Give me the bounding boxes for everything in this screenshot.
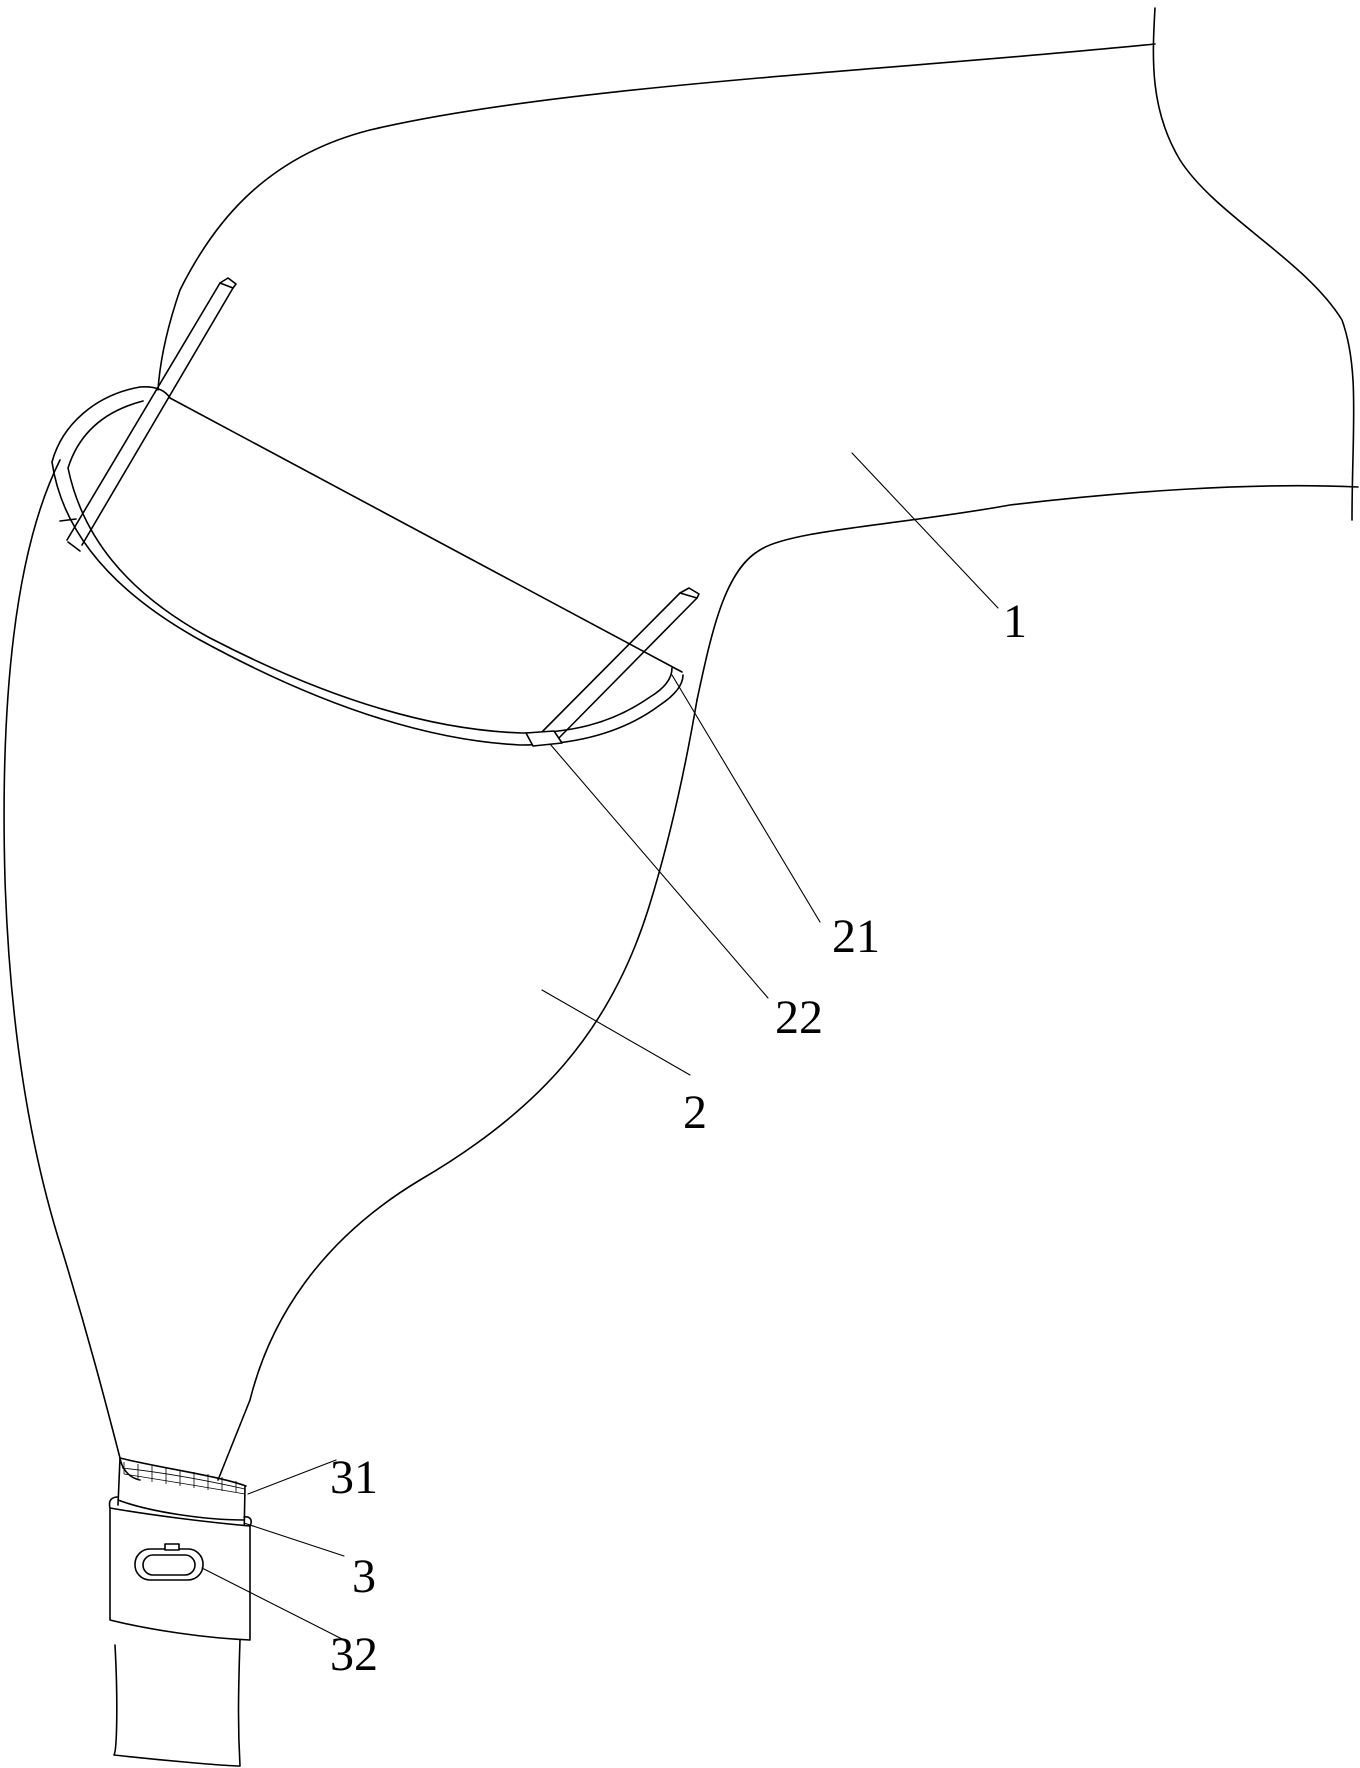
upper-body bbox=[157, 7, 1359, 701]
label-31: 31 bbox=[330, 1451, 378, 1504]
label-2: 2 bbox=[683, 1086, 707, 1139]
label-22: 22 bbox=[775, 991, 823, 1044]
mesh-filter bbox=[121, 1462, 246, 1495]
leader-lines bbox=[201, 452, 999, 1642]
label-1: 1 bbox=[1003, 595, 1027, 648]
hoop-rim bbox=[51, 386, 684, 746]
clamp-band bbox=[108, 1496, 252, 1641]
label-3: 3 bbox=[352, 1550, 376, 1603]
support-rod-left bbox=[66, 277, 237, 546]
support-rod-right bbox=[525, 587, 700, 747]
opening-line bbox=[169, 397, 683, 673]
label-21: 21 bbox=[832, 910, 880, 963]
release-button bbox=[134, 1543, 204, 1581]
outlet-tube bbox=[113, 1457, 247, 1767]
lower-bag bbox=[3, 459, 698, 1481]
label-32: 32 bbox=[330, 1628, 378, 1681]
